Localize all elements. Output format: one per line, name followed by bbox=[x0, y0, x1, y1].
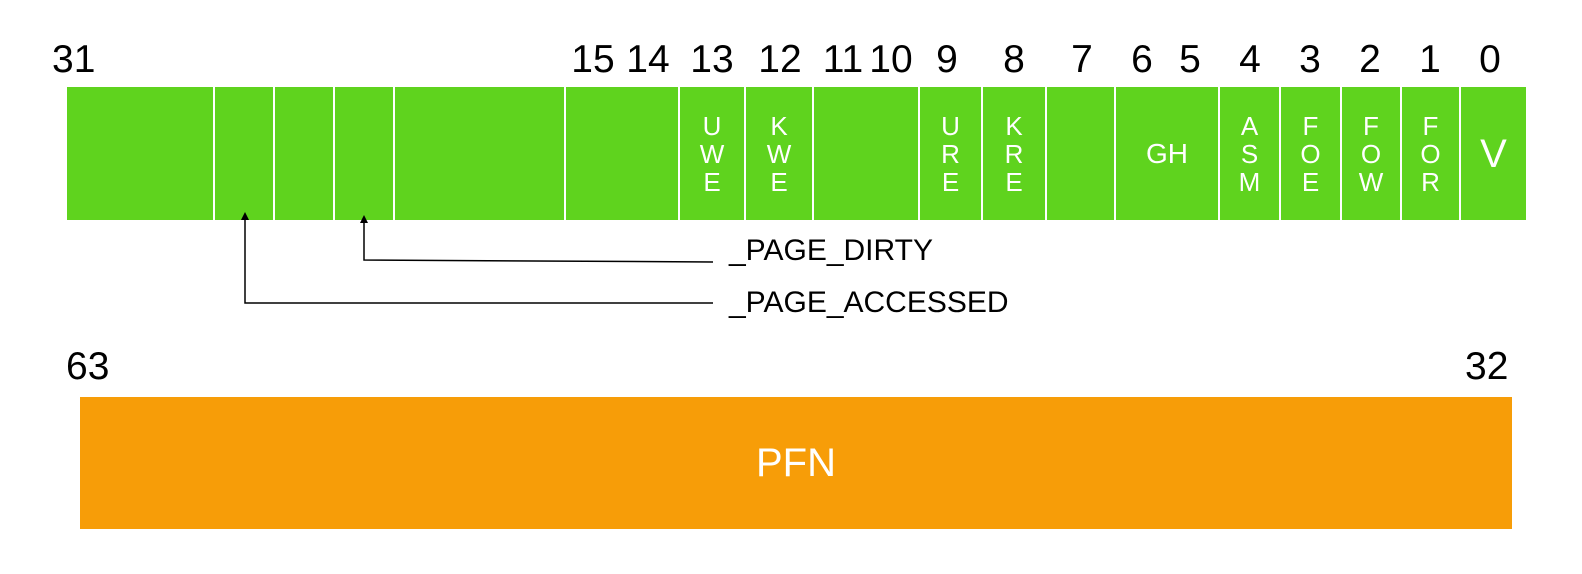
bit-label-63: 63 bbox=[66, 345, 110, 388]
bit-label-31: 31 bbox=[52, 38, 96, 81]
bit-label-15: 15 bbox=[571, 38, 615, 81]
field-kre: K R E bbox=[983, 87, 1045, 220]
bit-label-9: 9 bbox=[936, 38, 958, 81]
bit-label-10: 10 bbox=[869, 38, 913, 81]
field-gh-label: GH bbox=[1146, 137, 1188, 169]
field-page-dirty bbox=[335, 87, 393, 220]
field-bits-15-14 bbox=[566, 87, 678, 220]
field-foe-char: E bbox=[1301, 166, 1320, 197]
bit-label-14: 14 bbox=[626, 38, 670, 81]
field-ure-char: R bbox=[941, 138, 960, 169]
field-v: V bbox=[1461, 87, 1526, 220]
field-reserved-31 bbox=[67, 87, 213, 220]
field-kwe-char: E bbox=[770, 166, 788, 197]
field-uwe-char: W bbox=[699, 138, 725, 169]
field-bits-11-10 bbox=[814, 87, 918, 220]
bit-label-32: 32 bbox=[1465, 345, 1509, 388]
bit-label-6: 6 bbox=[1131, 38, 1153, 81]
field-fow: F O W bbox=[1342, 87, 1400, 220]
pfn-label: PFN bbox=[756, 440, 836, 485]
pfn-field: PFN bbox=[80, 397, 1512, 529]
field-uwe-char: E bbox=[703, 166, 721, 197]
field-for-char: F bbox=[1422, 110, 1439, 141]
field-kre-char: K bbox=[1005, 110, 1023, 141]
bit-label-8: 8 bbox=[1003, 38, 1025, 81]
field-ure-char: E bbox=[941, 166, 960, 197]
bit-label-3: 3 bbox=[1299, 38, 1321, 81]
field-for-char: O bbox=[1420, 138, 1441, 169]
field-uwe: U W E bbox=[680, 87, 744, 220]
field-gh: GH bbox=[1116, 87, 1218, 220]
field-uwe-char: U bbox=[702, 110, 722, 141]
field-asm-char: A bbox=[1240, 110, 1259, 141]
field-for: F O R bbox=[1402, 87, 1459, 220]
field-foe: F O E bbox=[1281, 87, 1340, 220]
bit-label-13: 13 bbox=[690, 38, 734, 81]
field-kwe-char: W bbox=[766, 138, 792, 169]
field-page-accessed bbox=[215, 87, 273, 220]
field-asm-char: S bbox=[1240, 138, 1259, 169]
field-fow-char: W bbox=[1358, 166, 1384, 197]
field-fow-char: O bbox=[1360, 138, 1382, 169]
bit-label-2: 2 bbox=[1359, 38, 1381, 81]
field-reserved-a bbox=[275, 87, 333, 220]
field-foe-char: F bbox=[1302, 110, 1319, 141]
field-foe-char: O bbox=[1300, 138, 1321, 169]
bit-label-11: 11 bbox=[822, 38, 864, 81]
page-dirty-label: _PAGE_DIRTY bbox=[729, 234, 933, 267]
field-reserved-b bbox=[395, 87, 564, 220]
bit-label-1: 1 bbox=[1419, 38, 1441, 81]
bit-label-7: 7 bbox=[1071, 38, 1093, 81]
page-accessed-label: _PAGE_ACCESSED bbox=[729, 286, 1009, 319]
bit-label-12: 12 bbox=[758, 38, 802, 81]
field-kre-char: E bbox=[1005, 166, 1023, 197]
field-kre-char: R bbox=[1004, 138, 1024, 169]
bit-label-0: 0 bbox=[1479, 38, 1501, 81]
field-for-char: R bbox=[1421, 166, 1440, 197]
field-bit-7 bbox=[1047, 87, 1114, 220]
field-asm: A S M bbox=[1220, 87, 1279, 220]
accessed-arrow bbox=[241, 212, 713, 304]
field-ure: U R E bbox=[920, 87, 981, 220]
field-fow-char: F bbox=[1363, 110, 1379, 141]
dirty-arrow bbox=[360, 215, 714, 263]
field-asm-char: M bbox=[1238, 166, 1261, 197]
bit-label-4: 4 bbox=[1239, 38, 1261, 81]
field-v-label: V bbox=[1480, 131, 1507, 176]
field-ure-char: U bbox=[941, 110, 960, 141]
field-kwe-char: K bbox=[770, 110, 788, 141]
field-kwe: K W E bbox=[746, 87, 812, 220]
bit-label-5: 5 bbox=[1179, 38, 1201, 81]
